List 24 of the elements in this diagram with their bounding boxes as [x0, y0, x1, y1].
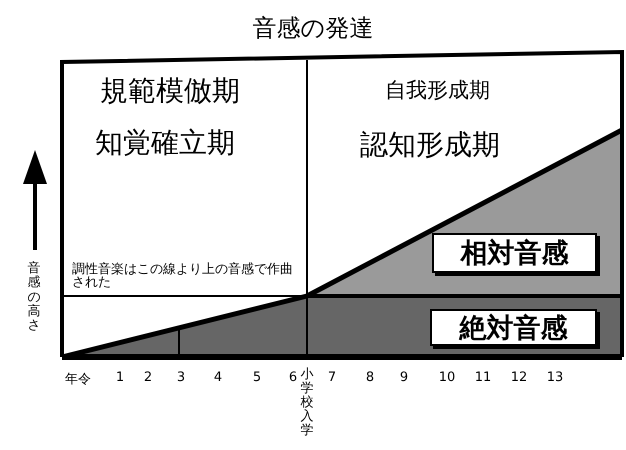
stage-label: 規範模倣期 — [100, 73, 240, 109]
tick-label: 4 — [214, 370, 222, 385]
stage-label: 自我形成期 — [385, 77, 490, 104]
pitch-label-box: 相対音感 — [432, 233, 597, 273]
tick-label: 3 — [176, 370, 186, 385]
tick-label: 12 — [510, 370, 528, 385]
tick-label: 9 — [400, 370, 408, 385]
tick-label: 7 — [328, 370, 336, 385]
stage-label: 知覚確立期 — [95, 125, 235, 161]
tick-label: 11 — [474, 370, 492, 385]
tick-label: 2 — [144, 370, 152, 385]
chart-title: 音感の発達 — [252, 13, 374, 44]
milestone-label: 小学校入学 — [300, 368, 314, 438]
tick-label: 10 — [438, 370, 456, 385]
pitch-label-box: 絶対音感 — [430, 309, 597, 346]
stage-label: 認知形成期 — [360, 127, 500, 163]
tick-label: 8 — [366, 370, 374, 385]
note-text: 調性音楽はこの線より上の音感で作曲された — [72, 263, 294, 289]
tick-label: 5 — [252, 370, 262, 385]
tick-label: 13 — [546, 370, 564, 385]
tick-label: 年令 — [65, 371, 91, 388]
tick-label: 6 — [288, 370, 298, 385]
axis-label: 音感の高さ — [27, 262, 41, 334]
tick-label: 1 — [116, 370, 124, 385]
